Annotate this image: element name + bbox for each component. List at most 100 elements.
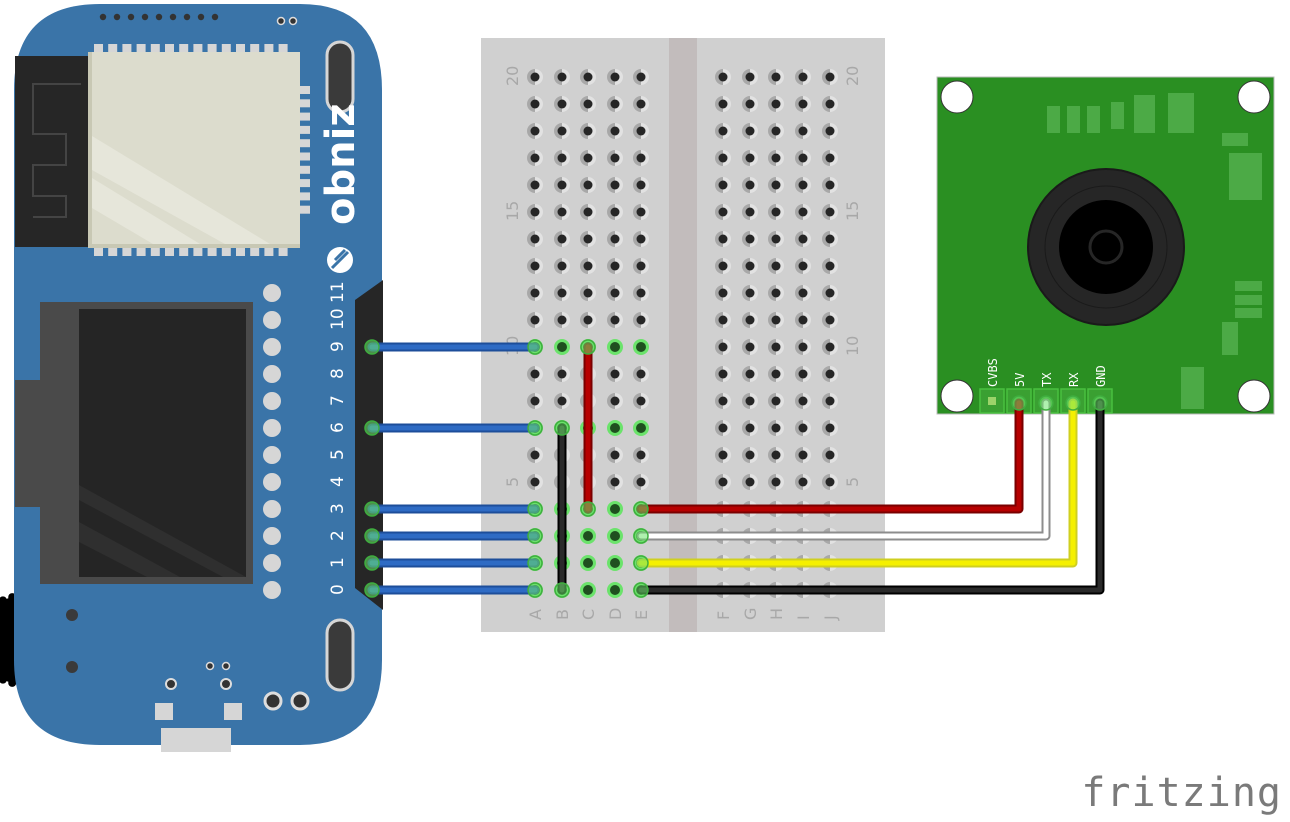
header-dot — [127, 13, 135, 21]
breadboard-hole — [636, 261, 646, 271]
reset-button[interactable] — [325, 40, 355, 114]
breadboard-hole — [718, 369, 728, 379]
wire-endpoint — [1065, 395, 1081, 411]
wire-endpoint — [527, 528, 543, 544]
breadboard-hole — [583, 315, 593, 325]
breadboard-hole — [636, 477, 646, 487]
breadboard-hole — [636, 288, 646, 298]
header-dot — [197, 13, 205, 21]
breadboard-hole — [771, 450, 781, 460]
column-label: E — [632, 610, 651, 620]
breadboard-hole — [610, 234, 620, 244]
breadboard-hole — [610, 342, 620, 352]
wheel-tooth — [8, 678, 17, 687]
breadboard-hole — [557, 153, 567, 163]
breadboard-hole — [718, 342, 728, 352]
breadboard-hole — [557, 369, 567, 379]
wire-endpoint — [527, 420, 543, 436]
camera-pin-label: 5V — [1013, 373, 1027, 387]
wire-endpoint — [527, 582, 543, 598]
column-label: B — [553, 609, 572, 620]
mount-hole — [1237, 80, 1271, 114]
breadboard-hole — [636, 99, 646, 109]
breadboard-hole — [583, 99, 593, 109]
breadboard-hole — [771, 234, 781, 244]
breadboard-hole — [771, 153, 781, 163]
breadboard-hole — [718, 396, 728, 406]
wire-endpoint — [554, 582, 570, 598]
switch-button[interactable] — [325, 618, 355, 692]
camera-lens — [1027, 168, 1185, 326]
breadboard-hole — [610, 531, 620, 541]
pin-label: 6 — [328, 422, 348, 433]
module-pin — [236, 246, 245, 256]
wire-endpoint — [364, 555, 380, 571]
io-pin-hole — [263, 500, 281, 518]
header-dot — [183, 13, 191, 21]
breadboard-hole — [636, 126, 646, 136]
header-dot — [211, 13, 219, 21]
breadboard-hole — [825, 342, 835, 352]
breadboard-hole — [530, 72, 540, 82]
header-dot — [169, 13, 177, 21]
wire-endpoint — [364, 582, 380, 598]
led-dot — [288, 16, 298, 26]
io-pins — [263, 284, 281, 599]
obniz-logo: obniz — [318, 103, 364, 225]
breadboard-hole — [771, 99, 781, 109]
camera-pin-label: TX — [1040, 372, 1054, 387]
breadboard-hole — [530, 261, 540, 271]
breadboard-hole — [636, 234, 646, 244]
breadboard-hole — [583, 234, 593, 244]
breadboard-hole — [610, 477, 620, 487]
row-label: 15 — [843, 201, 862, 221]
breadboard-hole — [771, 72, 781, 82]
breadboard-hole — [636, 153, 646, 163]
module-pin — [298, 192, 310, 201]
breadboard-hole — [718, 234, 728, 244]
breadboard-hole — [798, 180, 808, 190]
breadboard-hole — [798, 423, 808, 433]
module-pin — [264, 44, 274, 54]
wire-endpoint — [364, 501, 380, 517]
module-pin — [298, 112, 310, 121]
breadboard-hole — [530, 207, 540, 217]
camera-pin-label: CVBS — [986, 358, 1000, 387]
breadboard-hole — [798, 261, 808, 271]
module-pin — [193, 44, 203, 54]
breadboard-hole — [610, 153, 620, 163]
wires — [364, 339, 1108, 598]
breadboard-hole — [798, 396, 808, 406]
column-label: I — [794, 615, 813, 620]
header-dots — [99, 13, 219, 21]
module-pin — [122, 246, 132, 256]
module-pin — [250, 44, 260, 54]
header-dot — [113, 13, 121, 21]
module-pin — [236, 44, 245, 54]
module-pin — [298, 99, 310, 108]
breadboard-hole — [610, 180, 620, 190]
module-pin — [221, 44, 231, 54]
breadboard-hole — [530, 99, 540, 109]
breadboard-hole — [718, 288, 728, 298]
io-pin-hole — [263, 284, 281, 302]
wire-endpoint — [633, 501, 649, 517]
breadboard-hole — [557, 396, 567, 406]
io-pin-hole — [263, 338, 281, 356]
column-label: J — [821, 615, 840, 621]
breadboard-hole — [745, 234, 755, 244]
breadboard-hole — [530, 369, 540, 379]
usb-pad-right — [224, 703, 242, 720]
breadboard-hole — [636, 450, 646, 460]
module-pin — [179, 44, 189, 54]
breadboard-hole — [825, 207, 835, 217]
breadboard-hole — [636, 423, 646, 433]
breadboard-hole — [745, 261, 755, 271]
breadboard-hole — [745, 72, 755, 82]
breadboard-hole — [745, 126, 755, 136]
wire-yellow — [638, 400, 1076, 566]
breadboard-hole — [610, 396, 620, 406]
